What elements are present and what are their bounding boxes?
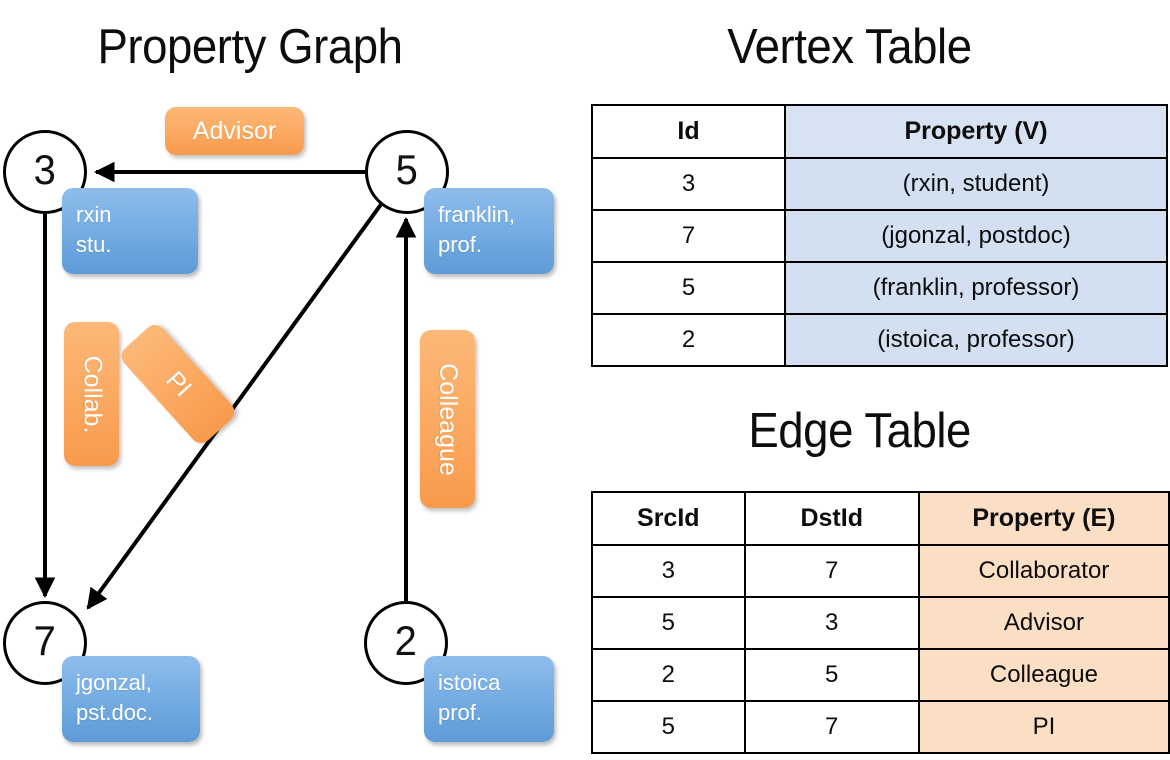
edge-row-3-dst: 7 [743, 700, 920, 754]
edge-row-2-property: Colleague [917, 648, 1170, 702]
graph-node-7-property-line1: jgonzal, [76, 670, 152, 695]
table-row: 5 3 Advisor [591, 596, 1170, 650]
edge-table-header-dstid: DstId [743, 491, 920, 546]
graph-node-5-label: 5 [395, 146, 419, 193]
graph-node-5-property-box: franklin, prof. [424, 188, 554, 274]
vertex-row-2-property: (franklin, professor) [784, 261, 1168, 315]
graph-node-2-property-line2: prof. [438, 699, 483, 725]
vertex-row-0-property: (rxin, student) [784, 157, 1168, 211]
edge-table-header-srcid: SrcId [591, 491, 746, 546]
property-graph-diagram: 3 5 7 2 rxin stu. franklin, prof. jgonza… [3, 107, 554, 742]
table-row: 5 7 PI [591, 700, 1170, 754]
vertex-table: Id Property (V) 3 (rxin, student) 7 (jgo… [591, 104, 1168, 367]
graph-node-7-property-box: jgonzal, pst.doc. [62, 656, 200, 742]
edge-row-0-dst: 7 [743, 544, 920, 598]
edge-row-1-src: 5 [591, 596, 746, 650]
graph-node-5-property-line2: prof. [438, 231, 483, 257]
edge-row-3-property: PI [917, 700, 1170, 754]
edge-row-2-dst: 5 [743, 648, 920, 702]
edge-table: SrcId DstId Property (E) 3 7 Collaborato… [591, 491, 1170, 754]
graph-edge-label-collab-text: Collab. [78, 355, 107, 433]
graph-node-7-label: 7 [33, 617, 57, 664]
graph-node-3-property-line2: stu. [76, 231, 112, 257]
page-title-edge-table: Edge Table [748, 404, 971, 458]
graph-node-3-property-line1: rxin [76, 202, 112, 227]
edge-row-3-src: 5 [591, 700, 746, 754]
edge-row-1-dst: 3 [743, 596, 920, 650]
edge-table-header-row: SrcId DstId Property (E) [591, 491, 1170, 546]
table-row: 7 (jgonzal, postdoc) [591, 209, 1168, 263]
graph-edge-5-to-7 [86, 201, 384, 610]
graph-edge-label-collab: Collab. [64, 322, 119, 466]
page-title-property-graph: Property Graph [97, 20, 403, 74]
graph-node-3-property-box: rxin stu. [62, 188, 198, 274]
graph-node-2-label: 2 [394, 617, 418, 664]
graph-node-5-property-line1: franklin, [438, 202, 516, 227]
graph-edge-label-advisor: Advisor [165, 107, 304, 155]
vertex-row-3-property: (istoica, professor) [784, 313, 1168, 367]
graph-node-2[interactable]: 2 [364, 601, 448, 685]
table-row: 5 (franklin, professor) [591, 261, 1168, 315]
vertex-row-1-id: 7 [591, 209, 786, 263]
table-row: 2 5 Colleague [591, 648, 1170, 702]
edge-row-2-src: 2 [591, 648, 746, 702]
graph-node-7-property-line2: pst.doc. [76, 699, 154, 725]
edge-row-0-property: Collaborator [917, 544, 1170, 598]
graph-node-2-property-line1: istoica [438, 670, 501, 695]
page-title-vertex-table: Vertex Table [727, 20, 972, 74]
edge-row-1-property: Advisor [917, 596, 1170, 650]
vertex-row-1-property: (jgonzal, postdoc) [784, 209, 1168, 263]
graph-edge-label-advisor-text: Advisor [192, 116, 277, 145]
table-row: 2 (istoica, professor) [591, 313, 1168, 367]
graph-edge-label-pi-text: PI [160, 365, 197, 402]
vertex-row-2-id: 5 [591, 261, 786, 315]
graph-node-2-property-box: istoica prof. [424, 656, 554, 742]
vertex-table-header-row: Id Property (V) [591, 104, 1168, 159]
table-row: 3 (rxin, student) [591, 157, 1168, 211]
graph-node-3-label: 3 [33, 146, 57, 193]
vertex-row-0-id: 3 [591, 157, 786, 211]
graph-edges-svg [34, 161, 417, 610]
vertex-table-header-property: Property (V) [784, 104, 1168, 159]
graph-node-5[interactable]: 5 [365, 130, 449, 214]
graph-edge-label-colleague: Colleague [420, 330, 475, 508]
edge-row-0-src: 3 [591, 544, 746, 598]
table-row: 3 7 Collaborator [591, 544, 1170, 598]
edge-table-header-property: Property (E) [917, 491, 1170, 546]
graph-edge-label-colleague-text: Colleague [434, 362, 462, 476]
vertex-row-3-id: 2 [591, 313, 786, 367]
vertex-table-header-id: Id [591, 104, 786, 159]
